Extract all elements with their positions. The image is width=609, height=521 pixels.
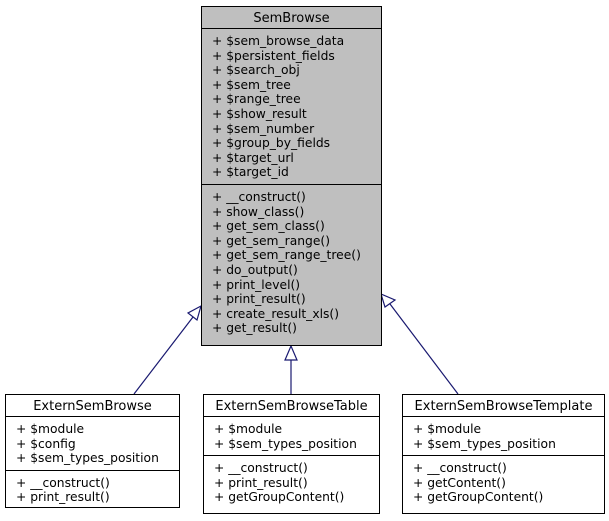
class-externsembrowse[interactable]: ExternSemBrowse + $module + $config + $s… (5, 394, 180, 508)
attribute: + $sem_browse_data (212, 34, 345, 48)
attribute: + $search_obj (212, 63, 300, 78)
method: + __construct() (212, 189, 306, 204)
inheritance-line-extern-sem-browse (133, 316, 194, 395)
class-title: ExternSemBrowseTemplate (403, 395, 604, 417)
attribute: + $config (16, 436, 76, 451)
method: + print_level() (212, 277, 301, 292)
attribute: + $sem_tree (212, 77, 291, 92)
method: + get_sem_range() (212, 233, 331, 248)
method: + do_output() (212, 262, 298, 277)
method: + get_sem_class() (212, 219, 325, 234)
method: + getContent() (413, 475, 506, 490)
attribute: + $target_id (212, 165, 289, 180)
attribute: + $group_by_fields (212, 136, 331, 151)
attribute: + $sem_number (212, 121, 315, 136)
attributes-section: + $module + $sem_types_position (204, 417, 379, 457)
methods-section: + __construct() + print_result() + getGr… (204, 456, 379, 509)
class-sembrowse[interactable]: SemBrowse + $sem_browse_data + $persiste… (201, 6, 382, 346)
method: + get_sem_range_tree() (212, 248, 361, 263)
method: + print_result() (16, 490, 110, 505)
attributes-section: + $sem_browse_data + $persistent_fields … (202, 29, 381, 185)
attributes-section: + $module + $config + $sem_types_positio… (6, 417, 179, 471)
inheritance-line-extern-sem-browse-template (389, 303, 459, 395)
method: + get_result() (212, 321, 297, 336)
methods-section: + __construct() + print_result() (6, 471, 179, 509)
method: + getGroupContent() (413, 490, 544, 505)
method: + print_result() (214, 475, 308, 490)
class-externsembrowsetemplate[interactable]: ExternSemBrowseTemplate + $module + $sem… (402, 394, 605, 514)
methods-section: + __construct() + getContent() + getGrou… (403, 456, 604, 509)
methods-section: + __construct() + show_class() + get_sem… (202, 185, 381, 340)
method: + __construct() (214, 461, 308, 476)
class-title: SemBrowse (202, 7, 381, 29)
attribute: + $sem_types_position (214, 436, 357, 451)
attribute: + $sem_types_position (413, 436, 556, 451)
method: + __construct() (16, 475, 110, 490)
method: + getGroupContent() (214, 490, 345, 505)
attribute: + $range_tree (212, 92, 301, 107)
attribute: + $show_result (212, 106, 307, 121)
method: + create_result_xls() (212, 306, 340, 321)
class-externsembrowsetable[interactable]: ExternSemBrowseTable + $module + $sem_ty… (203, 394, 380, 514)
inheritance-arrowhead-extern-sem-browse (186, 304, 202, 322)
attribute: + $target_url (212, 150, 294, 165)
inheritance-arrowhead-extern-sem-browse-table (284, 344, 298, 361)
class-title: ExternSemBrowseTable (204, 395, 379, 417)
inheritance-arrowhead-extern-sem-browse-template (380, 292, 397, 308)
class-title: ExternSemBrowse (6, 395, 179, 417)
method: + print_result() (212, 292, 306, 307)
attribute: + $module (413, 422, 482, 436)
attribute: + $sem_types_position (16, 451, 159, 466)
attribute: + $persistent_fields (212, 48, 335, 63)
method: + show_class() (212, 204, 305, 219)
attribute: + $module (214, 422, 283, 436)
attribute: + $module (16, 422, 85, 436)
method: + __construct() (413, 461, 507, 476)
attributes-section: + $module + $sem_types_position (403, 417, 604, 457)
